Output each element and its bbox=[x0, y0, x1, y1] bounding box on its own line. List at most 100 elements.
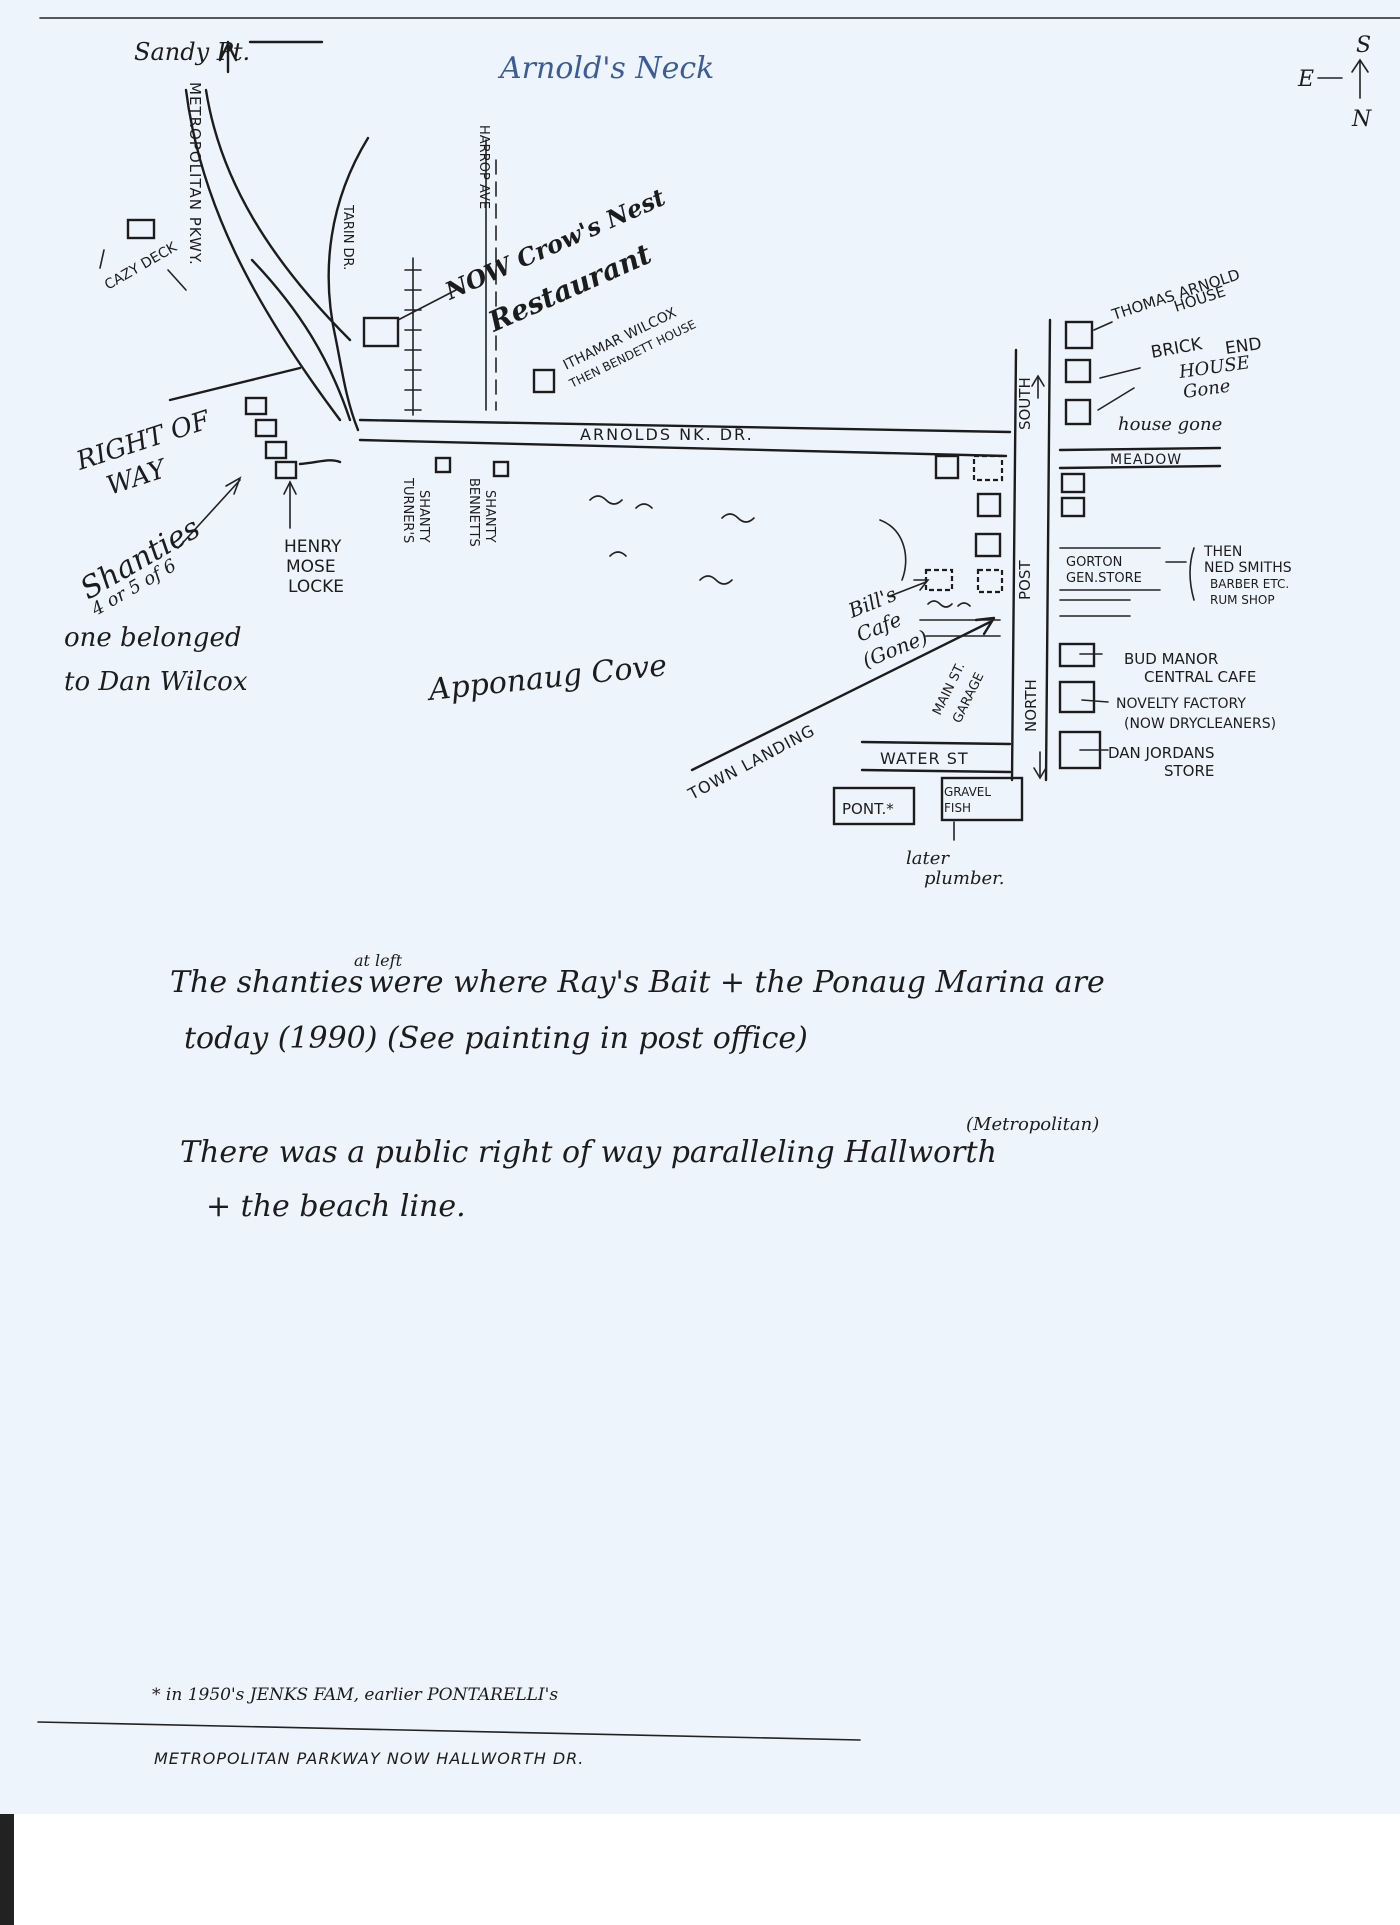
later-label-1: later bbox=[906, 848, 950, 869]
note-line-1a: The shanties bbox=[170, 965, 363, 1000]
turners-label-2: SHANTY bbox=[416, 490, 431, 543]
ned-label-4: RUM SHOP bbox=[1210, 593, 1275, 607]
dan-jordans-label-2: STORE bbox=[1164, 762, 1214, 780]
gravel-label-1: GRAVEL bbox=[944, 785, 991, 799]
novelty-factory-building bbox=[1058, 680, 1096, 714]
water-st-south-edge bbox=[860, 768, 1012, 774]
post-south-arrow-icon bbox=[1031, 374, 1045, 387]
meadow-north-edge bbox=[1058, 446, 1222, 452]
bills-cafe-marks bbox=[927, 600, 971, 608]
west-post-building-3 bbox=[976, 492, 1002, 518]
dan-jordans-label-1: DAN JORDANS bbox=[1108, 744, 1214, 762]
road-town-landing: TOWN LANDING bbox=[684, 721, 818, 804]
road-post: POST bbox=[1016, 560, 1034, 600]
town-landing-line bbox=[690, 620, 992, 772]
shoreline-west bbox=[298, 459, 342, 466]
novelty-label-1: NOVELTY FACTORY bbox=[1116, 696, 1246, 712]
hand-drawn-map: Arnold's Neck S E N Sandy Pt. METROPOLIT… bbox=[37, 17, 1400, 1768]
compass-east: E bbox=[1297, 67, 1314, 92]
bud-manor-building bbox=[1058, 642, 1096, 668]
ithamar-house-building bbox=[532, 368, 556, 394]
gorton-gen-store-block bbox=[1059, 547, 1161, 617]
turners-shanty-building bbox=[434, 456, 452, 474]
footnote-line-1: * in 1950's JENKS FAM, earlier PONTARELL… bbox=[152, 1685, 558, 1705]
compass: S E N bbox=[1297, 33, 1372, 132]
bennetts-label-1: BENNETTS bbox=[466, 478, 481, 547]
note-line-1b: were where Ray's Bait + the Ponaug Marin… bbox=[368, 965, 1105, 1000]
tarin-dr-east-edge bbox=[327, 136, 370, 432]
brick-pointer bbox=[1099, 367, 1141, 379]
scan-edge bbox=[0, 1814, 14, 1925]
ned-label-2: NED SMITHS bbox=[1204, 560, 1292, 576]
arnolds-nk-dr-north-edge bbox=[358, 418, 1012, 434]
road-post-north: NORTH bbox=[1022, 679, 1040, 732]
footnote-line-2: METROPOLITAN PARKWAY NOW HALLWORTH DR. bbox=[154, 1749, 584, 1768]
henry-label-1: HENRY bbox=[284, 537, 342, 557]
gravel-label-2: FISH bbox=[944, 801, 971, 815]
water-st-north-edge bbox=[860, 740, 1012, 746]
shanties-arrow-icon bbox=[225, 476, 242, 495]
dan-wilcox-note-2: to Dan Wilcox bbox=[64, 667, 248, 697]
cozy-deck-road-line bbox=[167, 269, 187, 291]
map-title: Arnold's Neck bbox=[497, 51, 714, 86]
thomas-arnold-house-building bbox=[1064, 320, 1094, 350]
bennetts-label-2: SHANTY bbox=[482, 490, 497, 543]
gorton-label-1: GORTON bbox=[1066, 555, 1122, 570]
road-tarin-dr: TARIN DR. bbox=[340, 204, 355, 270]
right-of-way-line bbox=[168, 366, 302, 402]
bills-arrow-line bbox=[889, 581, 927, 597]
house-gone-building bbox=[1064, 398, 1092, 426]
cove-shoreline bbox=[879, 519, 907, 581]
pont-label: PONT.* bbox=[842, 800, 894, 818]
compass-arrow-icon bbox=[1351, 58, 1369, 73]
turners-label-1: TURNER'S bbox=[400, 477, 415, 543]
bennetts-shanty-building bbox=[492, 460, 510, 478]
henry-arrow-icon bbox=[283, 480, 297, 495]
rail-track bbox=[404, 257, 422, 416]
henry-label-3: LOCKE bbox=[288, 577, 344, 597]
crows-nest-building bbox=[362, 316, 400, 348]
west-post-building-4 bbox=[974, 532, 1002, 558]
road-water-st: WATER ST bbox=[880, 749, 969, 768]
west-post-building-1 bbox=[934, 454, 960, 480]
gorton-label-2: GEN.STORE bbox=[1066, 571, 1142, 586]
dan-wilcox-note-1: one belonged bbox=[64, 623, 241, 653]
bills-cafe-building bbox=[924, 568, 954, 592]
road-post-south: SOUTH bbox=[1016, 377, 1034, 430]
meadow-south-edge bbox=[1058, 464, 1222, 470]
later-label-2: plumber. bbox=[924, 868, 1004, 889]
bills-arrow-icon bbox=[913, 579, 930, 591]
thomas-arnold-pointer bbox=[1093, 321, 1113, 331]
note-line-3: There was a public right of way parallel… bbox=[180, 1135, 997, 1170]
pont-building bbox=[832, 786, 916, 826]
water-waves bbox=[589, 495, 755, 585]
crows-nest-pointer bbox=[397, 289, 457, 321]
note-line-3-sup: (Metropolitan) bbox=[966, 1114, 1099, 1135]
road-metropolitan-pkwy: METROPOLITAN PKWY. bbox=[186, 82, 204, 266]
brick-pointer-2 bbox=[1097, 387, 1135, 411]
novelty-pointer bbox=[1081, 699, 1109, 703]
compass-north: N bbox=[1351, 107, 1372, 132]
post-north-arrow-icon bbox=[1033, 767, 1047, 780]
shanty-buildings bbox=[244, 396, 298, 480]
tarin-dr-west-edge bbox=[250, 258, 352, 422]
west-post-building-5 bbox=[976, 568, 1004, 594]
metropolitan-pkwy-west-edge bbox=[184, 88, 342, 422]
footnote-rule bbox=[37, 1721, 861, 1741]
compass-south: S bbox=[1356, 33, 1371, 58]
post-rd-east-edge bbox=[1044, 318, 1052, 782]
apponaug-cove-label: Apponaug Cove bbox=[424, 648, 668, 708]
sandy-pt-arrow-icon bbox=[218, 42, 238, 62]
road-meadow: MEADOW bbox=[1110, 452, 1182, 468]
bud-manor-label-2: CENTRAL CAFE bbox=[1144, 668, 1256, 686]
note-line-4: + the beach line. bbox=[206, 1189, 466, 1224]
shanties-arrow-line bbox=[177, 479, 241, 549]
post-rd-west-edge bbox=[1010, 348, 1018, 782]
brick-end-house-building bbox=[1064, 358, 1092, 384]
east-building-2 bbox=[1060, 496, 1086, 518]
metropolitan-pkwy-east-edge bbox=[204, 88, 352, 342]
east-building-1 bbox=[1060, 472, 1086, 494]
road-arnolds-nk-dr: ARNOLDS NK. DR. bbox=[580, 425, 754, 444]
arnolds-nk-dr-south-edge bbox=[358, 438, 1008, 458]
road-harrop-ave: HARROP AVE bbox=[476, 125, 491, 209]
